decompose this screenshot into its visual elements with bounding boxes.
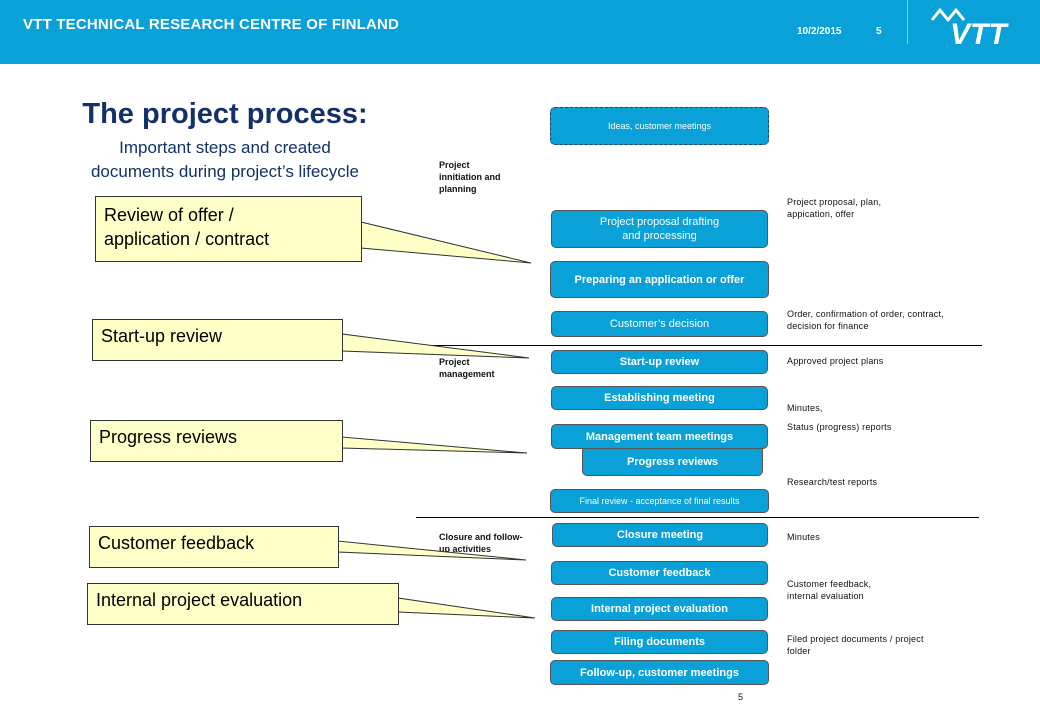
- header-date: 10/2/2015: [797, 26, 842, 37]
- footer-page-number: 5: [738, 692, 744, 702]
- phase-label-initiation: Project innitiation and planning: [439, 160, 501, 194]
- header-divider: [907, 0, 908, 44]
- step-progress-reviews: Progress reviews: [582, 445, 763, 476]
- step-final-review: Final review - acceptance of final resul…: [550, 489, 769, 513]
- doc-order-confirmation: Order, confirmation of order, contract, …: [787, 309, 944, 331]
- step-follow-up-customer-meetings: Follow-up, customer meetings: [550, 660, 769, 685]
- organization-name: VTT TECHNICAL RESEARCH CENTRE OF FINLAND: [23, 16, 400, 33]
- callout-review-offer: Review of offer / application / contract: [95, 196, 362, 262]
- subtitle-line-1: Important steps and created: [119, 138, 331, 157]
- doc-approved-project-plans: Approved project plans: [787, 356, 884, 366]
- step-establishing-meeting: Establishing meeting: [551, 386, 768, 410]
- callout-pointer-review-offer: [360, 221, 532, 264]
- doc-status-reports: Status (progress) reports: [787, 422, 892, 432]
- logo-wave-icon: [930, 8, 966, 22]
- header-page-number: 5: [876, 26, 882, 37]
- slide-subtitle: Important steps and created documents du…: [40, 136, 410, 184]
- doc-research-test-reports: Research/test reports: [787, 477, 878, 487]
- phase-divider-1: [416, 345, 982, 346]
- doc-minutes: Minutes,: [787, 403, 823, 413]
- callout-pointer-start-up-review: [341, 333, 530, 359]
- callout-progress-reviews: Progress reviews: [90, 420, 343, 462]
- step-customers-decision: Customer’s decision: [551, 311, 768, 337]
- step-start-up-review: Start-up review: [551, 350, 768, 374]
- step-management-team-meetings: Management team meetings: [551, 424, 768, 449]
- subtitle-line-2: documents during project’s lifecycle: [90, 162, 360, 181]
- callout-customer-feedback: Customer feedback: [89, 526, 339, 568]
- doc-project-proposal: Project proposal, plan, appication, offe…: [787, 197, 882, 219]
- step-filing-documents: Filing documents: [551, 630, 768, 654]
- slide-title: The project process:: [82, 98, 368, 130]
- doc-customer-feedback: Customer feedback, internal evaluation: [787, 579, 872, 601]
- phase-divider-2: [416, 517, 979, 518]
- header-bar: VTT TECHNICAL RESEARCH CENTRE OF FINLAND…: [0, 0, 1040, 64]
- doc-closure-minutes: Minutes: [787, 532, 820, 542]
- step-customer-feedback: Customer feedback: [551, 561, 768, 585]
- vtt-logo: VTT: [930, 8, 1009, 51]
- callout-start-up-review: Start-up review: [92, 319, 343, 361]
- callout-internal-project-evaluation: Internal project evaluation: [87, 583, 399, 625]
- step-project-proposal-drafting: Project proposal drafting and processing: [551, 210, 768, 248]
- callout-pointer-progress-reviews: [341, 436, 528, 454]
- step-internal-project-evaluation: Internal project evaluation: [551, 597, 768, 621]
- step-preparing-application: Preparing an application or offer: [550, 261, 769, 298]
- phase-label-management: Project management: [439, 357, 495, 379]
- phase-label-closure: Closure and follow- up activities: [439, 532, 523, 554]
- step-ideas-customer-meetings: Ideas, customer meetings: [550, 107, 769, 145]
- callout-pointer-internal-evaluation: [397, 597, 536, 619]
- step-closure-meeting: Closure meeting: [552, 523, 768, 547]
- doc-filed-project-documents: Filed project documents / project folder: [787, 634, 924, 656]
- logo-text: VTT: [950, 18, 1009, 51]
